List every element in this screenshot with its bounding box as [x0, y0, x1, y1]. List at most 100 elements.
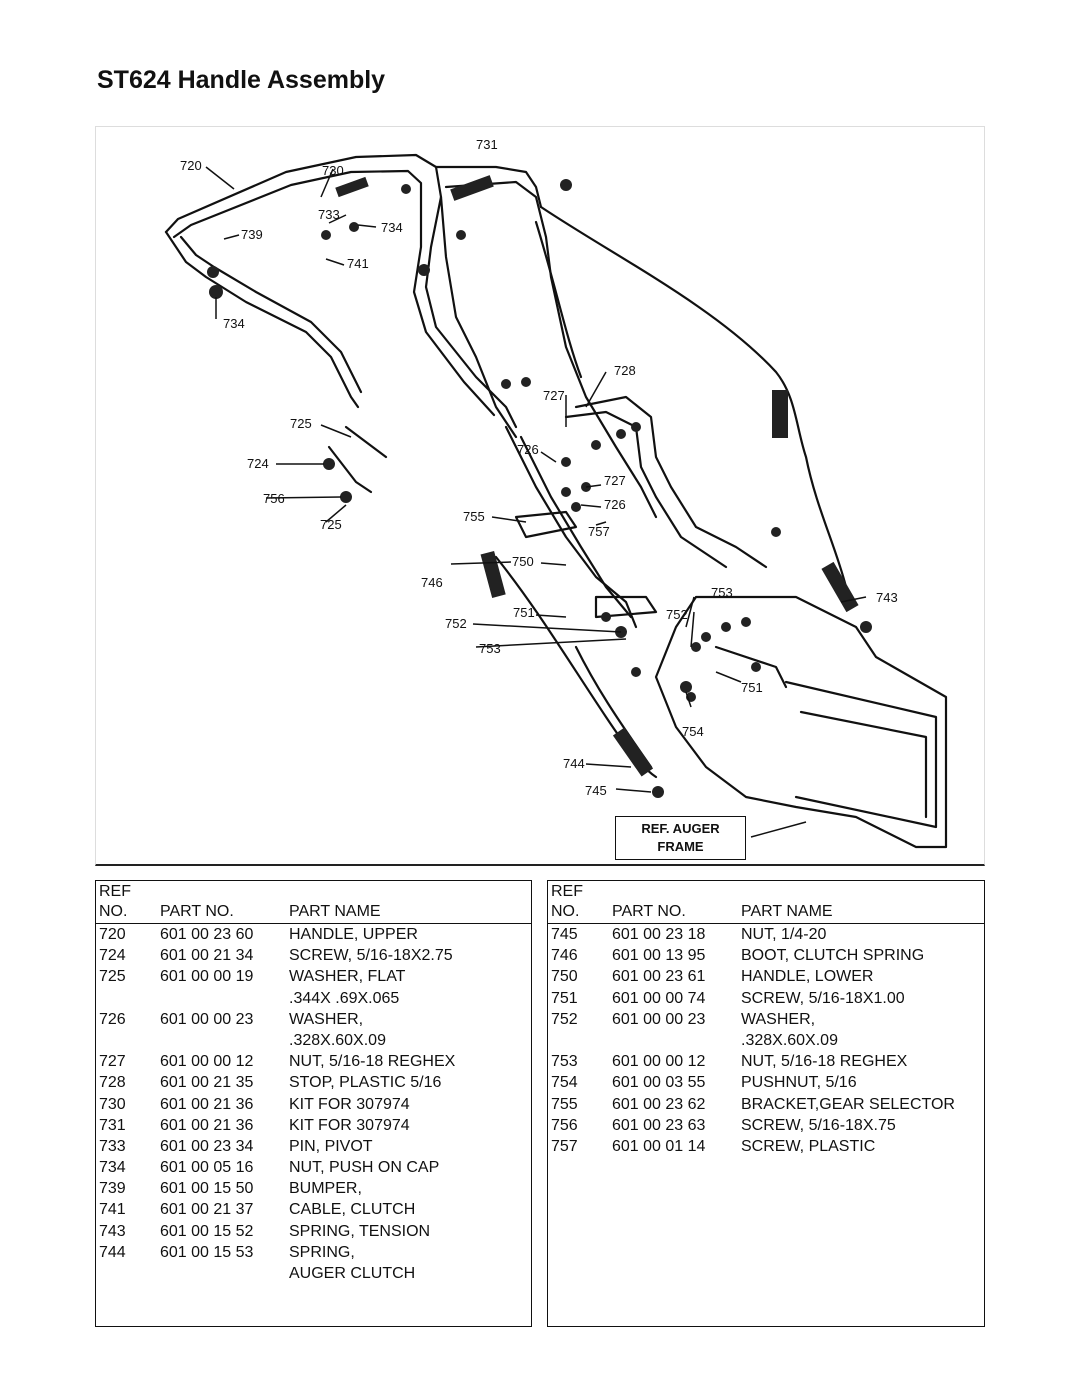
part-no-cell: 601 00 01 14 [612, 1137, 706, 1155]
grip-right [450, 175, 494, 201]
part-name-cell: WASHER, [741, 1010, 816, 1028]
part-name-cell: NUT, 5/16-18 REGHEX [289, 1053, 456, 1071]
part-name-cell: NUT, 1/4-20 [741, 926, 827, 943]
part-name-cell: SPRING, TENSION [289, 1222, 431, 1240]
header-ref: REF [551, 883, 583, 900]
callout-726: 726 [517, 442, 539, 457]
part-no-cell: 601 00 00 23 [160, 1010, 254, 1028]
part-name-cell: BRACKET,GEAR SELECTOR [741, 1095, 955, 1113]
callout-743: 743 [876, 590, 898, 605]
part-name-cell: BOOT, CLUTCH SPRING [741, 947, 925, 965]
ref-cell: 745 [551, 926, 578, 943]
ref-cell: 730 [99, 1095, 126, 1113]
ref-cell: 741 [99, 1201, 126, 1219]
part-name-cell: .344X .69X.065 [289, 989, 400, 1007]
part-name-cell: SCREW, PLASTIC [741, 1137, 876, 1155]
part-no-cell: 601 00 15 50 [160, 1180, 254, 1198]
part-no-cell: 601 00 23 34 [160, 1137, 254, 1155]
auger-frame [654, 595, 948, 849]
part-no-cell: 601 00 15 53 [160, 1243, 254, 1261]
part-no-cell: 601 00 23 60 [160, 926, 254, 943]
page-title: ST624 Handle Assembly [97, 66, 386, 94]
callout-750: 750 [512, 554, 534, 569]
callout-745: 745 [585, 783, 607, 798]
header-part-name: PART NAME [289, 903, 381, 920]
header-no: NO. [99, 903, 128, 920]
callout-741: 741 [347, 256, 369, 271]
callout-751: 751 [513, 605, 535, 620]
ref-box-line-2: FRAME [657, 839, 704, 854]
ref-auger-frame-box: REF. AUGER FRAME [615, 816, 746, 860]
ref-cell: 734 [99, 1159, 126, 1177]
table-row: 727 601 00 00 12 NUT, 5/16-18 REGHEX [96, 1051, 531, 1072]
callout-730: 730 [322, 163, 344, 178]
callout-752: 752 [666, 607, 688, 622]
part-name-cell: .328X.60X.09 [289, 1031, 386, 1049]
part-no-cell: 601 00 23 61 [612, 968, 706, 986]
header-part-name: PART NAME [741, 903, 833, 920]
part-name-cell: HANDLE, UPPER [289, 926, 418, 943]
callout-754: 754 [682, 724, 704, 739]
part-no-cell: 601 00 21 36 [160, 1095, 254, 1113]
part-name-cell: SCREW, 5/16-18X.75 [741, 1116, 896, 1134]
callout-733: 733 [318, 207, 340, 222]
ref-cell: 725 [99, 968, 126, 986]
callout-739: 739 [241, 227, 263, 242]
upper-right-bar [444, 180, 658, 519]
callout-725: 725 [290, 416, 312, 431]
part-no-cell: 601 00 00 74 [612, 989, 706, 1007]
part-name-cell: SCREW, 5/16-18X1.00 [741, 989, 905, 1007]
part-name-cell: PUSHNUT, 5/16 [741, 1074, 857, 1092]
part-no-cell: 601 00 00 12 [612, 1053, 706, 1071]
spring-auger-clutch [612, 727, 654, 777]
ref-cell: 724 [99, 947, 126, 965]
part-no-cell: 601 00 23 62 [612, 1095, 706, 1113]
callout-744: 744 [563, 756, 585, 771]
ref-cell: 720 [99, 926, 126, 943]
callout-755: 755 [463, 509, 485, 524]
header-no: NO. [551, 903, 580, 920]
table-row: 755 601 00 23 62 BRACKET,GEAR SELECTOR [548, 1094, 984, 1115]
part-no-cell: 601 00 23 63 [612, 1116, 706, 1134]
ref-cell: 743 [99, 1222, 126, 1240]
part-no-cell: 601 00 21 35 [160, 1074, 254, 1092]
header-part-no: PART NO. [160, 903, 234, 920]
part-name-cell: HANDLE, LOWER [741, 968, 874, 986]
callout-725-b: 725 [320, 517, 342, 532]
callout-746: 746 [421, 575, 443, 590]
ref-cell: 728 [99, 1074, 126, 1092]
ref-cell: 727 [99, 1053, 126, 1071]
table-row: .328X.60X.09 [548, 1030, 984, 1051]
part-no-cell: 601 00 03 55 [612, 1074, 706, 1092]
part-no-cell: 601 00 13 95 [612, 947, 706, 965]
table-row: AUGER CLUTCH [96, 1263, 531, 1284]
lower-handle [574, 395, 768, 569]
ref-cell: 755 [551, 1095, 578, 1113]
ref-cell: 733 [99, 1137, 126, 1155]
table-row: 720 601 00 23 60 HANDLE, UPPER [96, 924, 531, 945]
part-name-cell: AUGER CLUTCH [289, 1265, 416, 1282]
callout-734: 734 [381, 220, 403, 235]
table-row: 733 601 00 23 34 PIN, PIVOT [96, 1136, 531, 1157]
part-name-cell: NUT, PUSH ON CAP [289, 1159, 440, 1177]
ref-cell: 752 [551, 1010, 578, 1028]
part-no-cell: 601 00 21 36 [160, 1116, 254, 1134]
part-no-cell: 601 00 00 12 [160, 1053, 254, 1071]
part-name-cell: KIT FOR 307974 [289, 1116, 410, 1134]
part-name-cell: PIN, PIVOT [289, 1137, 373, 1155]
callout-727: 727 [543, 388, 565, 403]
